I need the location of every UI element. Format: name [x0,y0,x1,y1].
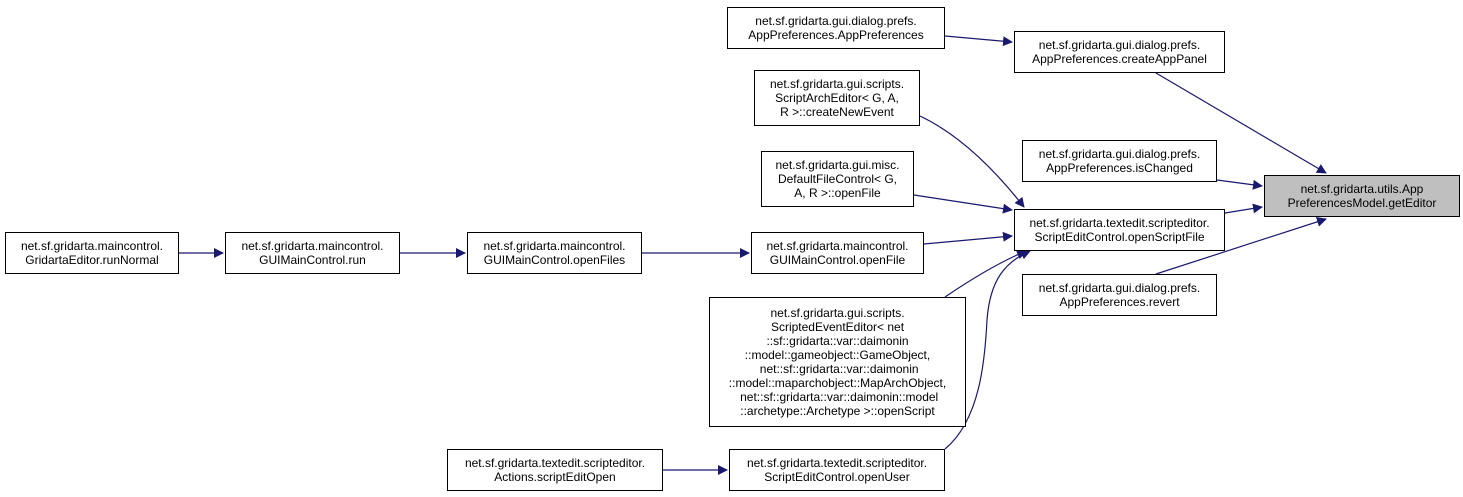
edges [179,35,1327,475]
edge-openUser-to-openScriptFile [944,250,1031,450]
node-label-line: ScriptEditControl.openUser [764,470,910,484]
node-GUIMainControl-openFile[interactable]: net.sf.gridarta.maincontrol.GUIMainContr… [751,232,924,274]
node-GUIMainControl-run[interactable]: net.sf.gridarta.maincontrol.GUIMainContr… [225,232,400,274]
edge-openScriptFile-to-getEditor [1224,203,1263,214]
node-label-line: A, R >::openFile [794,186,881,200]
node-createAppPanel[interactable]: net.sf.gridarta.gui.dialog.prefs.AppPref… [1014,31,1225,73]
node-label: net.sf.gridarta.maincontrol.GUIMainContr… [483,239,625,267]
node-label-line: net.sf.gridarta.textedit.scripteditor. [1029,216,1210,230]
node-label: net.sf.gridarta.textedit.scripteditor.Sc… [747,456,927,484]
node-label-line: net.sf.gridarta.maincontrol. [20,239,164,253]
node-label: net.sf.gridarta.gui.dialog.prefs.AppPref… [1039,147,1200,175]
node-label-line: ScriptArchEditor< G, A, [775,91,899,105]
node-label-line: net.sf.gridarta.textedit.scripteditor. [746,456,928,470]
node-label-line: PreferencesModel.getEditor [1287,196,1437,210]
node-label-line: net.sf.gridarta.gui.dialog.prefs. [1038,147,1201,161]
node-label: net.sf.gridarta.maincontrol.GUIMainContr… [766,239,908,267]
edge-createAppPanel-to-getEditor [1155,72,1327,174]
node-label-line: net.sf.gridarta.textedit.scripteditor. [464,456,646,470]
node-label-line: net::sf::gridarta::var::daimonin::model [736,390,939,404]
node-label-line: DefaultFileControl< G, [777,172,898,186]
node-label-line: net.sf.gridarta.gui.dialog.prefs. [755,14,917,28]
node-revert[interactable]: net.sf.gridarta.gui.dialog.prefs.AppPref… [1022,274,1217,316]
edge-defaultFileControl-openFile-to-openScriptFile [913,194,1013,214]
node-label-line: GUIMainControl.openFile [769,253,906,267]
node-label-line: net.sf.gridarta.maincontrol. [766,239,909,253]
node-label-line: GridartaEditor.runNormal [25,253,159,267]
node-label-line: ::sf::gridarta::var::daimonin [766,334,909,348]
node-label-line: AppPreferences.AppPreferences [748,28,924,42]
edge-openScript-to-openScriptFile [944,249,1027,298]
node-AppPreferences-constructor[interactable]: net.sf.gridarta.gui.dialog.prefs.AppPref… [727,7,945,49]
node-label-line: R >::createNewEvent [780,105,894,119]
node-label-line: ScriptedEventEditor< net [770,320,905,334]
edge-createNewEvent-to-openScriptFile [919,115,1025,208]
node-isChanged[interactable]: net.sf.gridarta.gui.dialog.prefs.AppPref… [1022,140,1217,182]
node-label: net.sf.gridarta.gui.scripts.ScriptedEven… [729,306,946,418]
node-label-line: ::model::gameobject::GameObject, [744,348,931,362]
node-label-line: GUIMainControl.run [259,253,366,267]
node-label-line: AppPreferences.isChanged [1046,161,1193,175]
node-GridartaEditor-runNormal[interactable]: net.sf.gridarta.maincontrol.GridartaEdit… [5,232,179,274]
node-label-line: net.sf.gridarta.gui.dialog.prefs. [1038,281,1201,295]
node-openUser[interactable]: net.sf.gridarta.textedit.scripteditor.Sc… [729,449,945,491]
node-label: net.sf.gridarta.gui.dialog.prefs.AppPref… [748,14,923,42]
node-label-line: AppPreferences.revert [1059,295,1180,309]
node-label: net.sf.gridarta.gui.dialog.prefs.AppPref… [1039,281,1200,309]
node-label-line: net.sf.gridarta.gui.misc. [775,158,900,172]
node-label: net.sf.gridarta.maincontrol.GUIMainContr… [241,239,383,267]
node-ScriptedEventEditor-openScript[interactable]: net.sf.gridarta.gui.scripts.ScriptedEven… [709,297,966,427]
node-label-line: ScriptEditControl.openScriptFile [1034,230,1205,244]
node-label-line: net.sf.gridarta.gui.scripts. [770,306,905,320]
node-label: net.sf.gridarta.gui.scripts.ScriptArchEd… [770,77,904,119]
node-label-line: net.sf.gridarta.maincontrol. [483,239,626,253]
node-openScriptFile[interactable]: net.sf.gridarta.textedit.scripteditor.Sc… [1014,209,1225,251]
node-label-line: ::archetype::Archetype >::openScript [740,404,935,418]
node-label-line: net.sf.gridarta.utils.App [1300,182,1424,196]
node-DefaultFileControl-openFile[interactable]: net.sf.gridarta.gui.misc.DefaultFileCont… [761,151,914,207]
node-label-line: net.sf.gridarta.gui.scripts. [769,77,905,91]
node-label-line: net.sf.gridarta.gui.dialog.prefs. [1038,38,1201,52]
node-label-line: ::model::maparchobject::MapArchObject, [728,376,947,390]
edge-isChanged-to-getEditor [1216,179,1263,190]
node-GUIMainControl-openFiles[interactable]: net.sf.gridarta.maincontrol.GUIMainContr… [467,232,642,274]
node-scriptEditOpen[interactable]: net.sf.gridarta.textedit.scripteditor.Ac… [447,449,663,491]
node-label-line: net::sf::gridarta::var::daimonin [756,362,919,376]
edge-GUIMainControl-openFile-to-openScriptFile [923,231,1013,245]
node-label: net.sf.gridarta.gui.dialog.prefs.AppPref… [1032,38,1207,66]
node-label-line: AppPreferences.createAppPanel [1032,52,1207,66]
node-label-line: net.sf.gridarta.maincontrol. [241,239,384,253]
node-label: net.sf.gridarta.maincontrol.GridartaEdit… [21,239,163,267]
node-label: net.sf.gridarta.textedit.scripteditor.Sc… [1029,216,1209,244]
node-label-line: GUIMainControl.openFiles [483,253,626,267]
node-label: net.sf.gridarta.gui.misc.DefaultFileCont… [775,158,899,200]
node-label-line: Actions.scriptEditOpen [494,470,616,484]
edge-revert-to-getEditor [1155,217,1327,275]
node-label: net.sf.gridarta.textedit.scripteditor.Ac… [465,456,645,484]
edge-AppPreferences-to-createAppPanel [944,35,1013,47]
node-createNewEvent[interactable]: net.sf.gridarta.gui.scripts.ScriptArchEd… [754,70,920,126]
